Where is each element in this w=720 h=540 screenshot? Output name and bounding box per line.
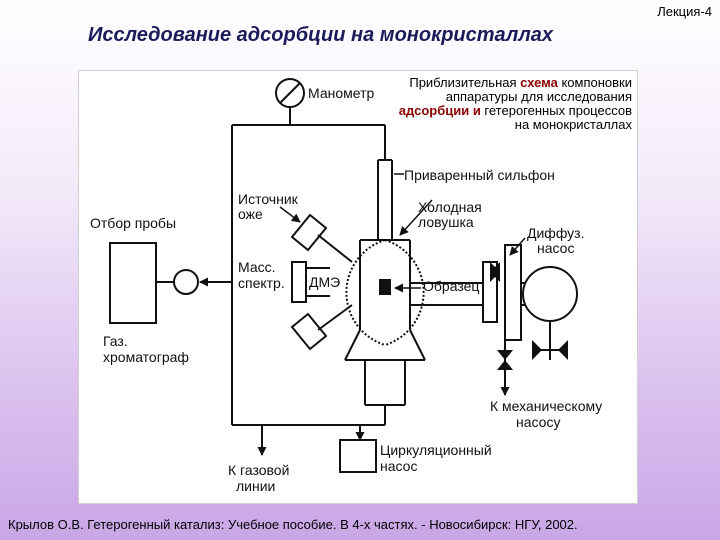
sampling-label: Отбор пробы [90,215,176,231]
sample-label: Образец [423,278,479,294]
caption-text-3: гетерогенных процессов на монокристаллах [480,103,632,132]
gas-lines [199,124,386,456]
circulation-pump-label-2: насос [380,458,417,474]
welded-bellows-label: Приваренный сильфон [404,167,555,183]
gate-valve [504,244,522,341]
gas-chromatograph-box [109,242,157,324]
manometer-gauge [275,78,305,125]
mech-pump-label-2: насосу [516,414,560,430]
mech-pump-label-1: К механическому [490,398,602,414]
caption-text-2: компоновки аппаратуры для исследования [445,75,632,104]
gas-chromatograph-label-2: хроматограф [103,349,189,365]
caption-highlight-1: схема [520,75,558,90]
auger-source-port [290,213,353,263]
circulation-pump-box [339,439,377,473]
slide-title: Исследование адсорбции на монокристаллах [88,24,554,46]
pumping-line [410,244,578,396]
gas-line-label-2: линии [236,478,275,494]
sample-crystal [379,279,391,295]
caption-highlight-2: адсорбции и [398,103,481,118]
manometer-label: Манометр [308,85,374,101]
lecture-number: Лекция-4 [657,4,712,19]
diffusion-pump-body [522,266,578,322]
cold-trap-label-2: ловушка [418,214,474,230]
dme-label: ДМЭ [309,274,340,290]
mass-spec-label-2: спектр. [238,275,285,291]
citation: Крылов О.В. Гетерогенный катализ: Учебно… [8,517,578,532]
gas-chromatograph-label-1: Газ. [103,333,128,349]
sampling-valve [173,269,199,295]
diffusion-pump-label-2: насос [537,240,574,256]
diagram-caption: Приблизительная схема компоновки аппарат… [392,76,632,132]
circulation-pump-label-1: Циркуляционный [380,442,492,458]
dme-port [291,261,330,303]
valves [490,262,568,370]
auger-source-label-2: оже [238,206,263,222]
mass-spec-port [290,304,353,351]
auger-source-label-1: Источник [238,191,299,207]
vacuum-chamber [344,159,426,406]
leader-lines [279,173,526,293]
diffusion-pump-label-1: Диффуз. [527,225,585,241]
mass-spec-label-1: Масс. [238,259,276,275]
cold-trap-label-1: Холодная [418,199,482,215]
caption-text-1: Приблизительная [409,75,521,90]
gas-line-label-1: К газовой [228,462,289,478]
